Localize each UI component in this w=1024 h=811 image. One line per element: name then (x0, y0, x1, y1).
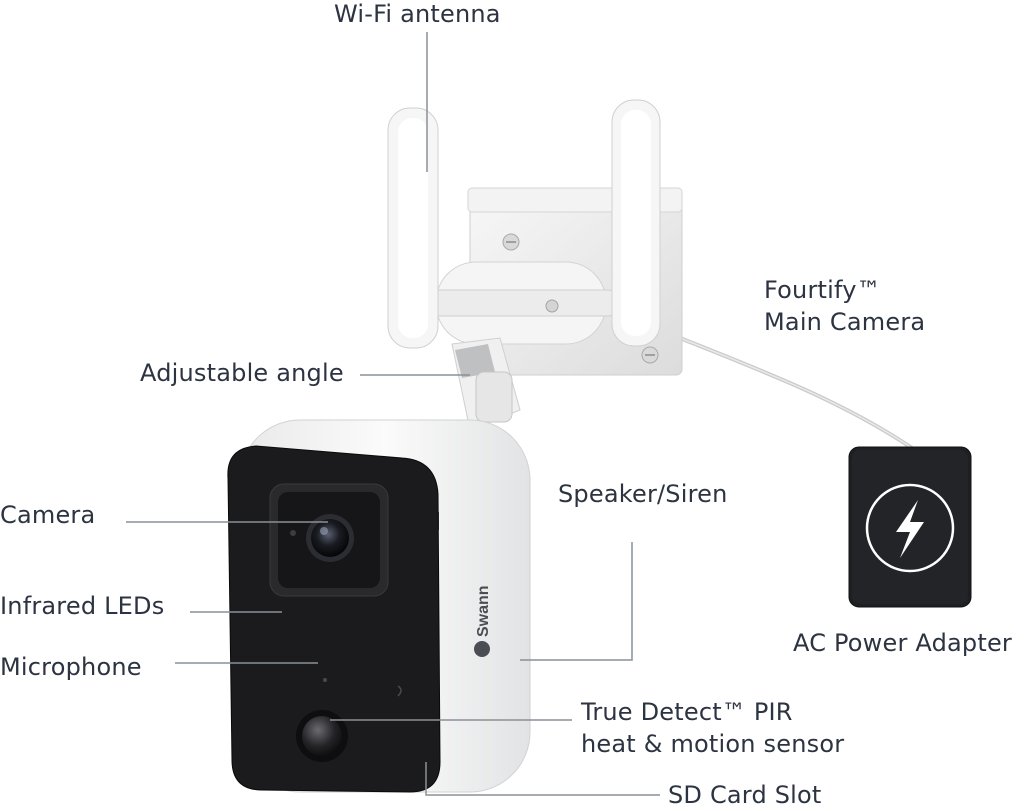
pir-sensor (302, 716, 342, 756)
ac-adapter (848, 446, 972, 608)
sd-card-slot-label: SD Card Slot (668, 781, 822, 809)
fourtify-main-camera-label: Fourtify™ Main Camera (764, 274, 925, 338)
ac-power-adapter-label: AC Power Adapter (793, 629, 1012, 657)
infrared-leds-label: Infrared LEDs (0, 592, 165, 620)
left-antenna (387, 107, 439, 349)
microphone-hole (323, 678, 327, 682)
swann-logo: Swann (474, 585, 492, 657)
adjustable-angle-label: Adjustable angle (140, 359, 344, 387)
microphone-label: Microphone (0, 653, 142, 681)
speaker-siren-label: Speaker/Siren (558, 480, 728, 508)
camera-label: Camera (0, 501, 96, 529)
pir-label-line1: True Detect™ PIR (581, 698, 793, 726)
fourtify-label-line2: Main Camera (764, 308, 926, 336)
leader-lines (126, 32, 660, 796)
camera-lens (311, 519, 349, 557)
camera-front (227, 445, 441, 793)
logo-text: Swann (475, 585, 492, 637)
right-antenna (611, 99, 661, 347)
fourtify-label-line1: Fourtify™ (764, 276, 881, 304)
pir-sensor-label: True Detect™ PIR heat & motion sensor (581, 696, 844, 760)
pir-label-line2: heat & motion sensor (581, 730, 845, 758)
power-cable (679, 336, 914, 450)
wifi-antenna-label: Wi-Fi antenna (334, 0, 501, 28)
lightning-bolt-icon (896, 500, 924, 558)
